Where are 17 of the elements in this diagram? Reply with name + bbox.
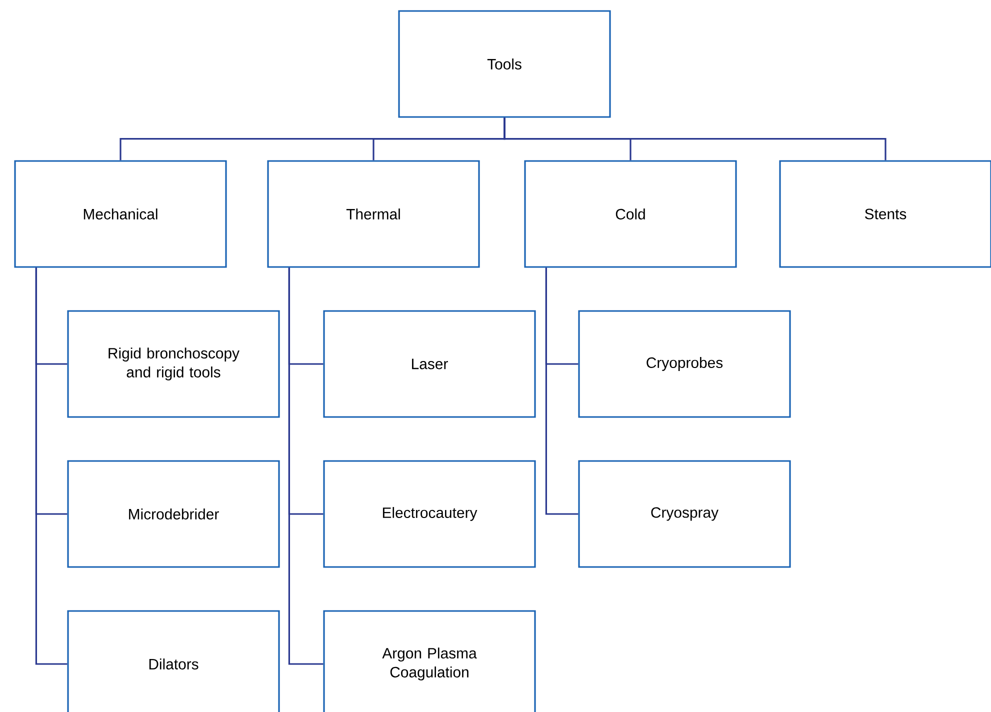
category-box: Electrocautery [323,460,536,568]
category-box: Microdebrider [67,460,280,568]
connector-line [545,268,578,515]
connector-line [35,268,68,665]
category-box: Stents [779,160,991,268]
category-box: Mechanical [14,160,227,268]
category-box: Argon Plasma Coagulation [323,610,536,712]
category-box: Cryoprobes [578,310,791,418]
category-box: Cryospray [578,460,791,568]
category-box: Cold [524,160,737,268]
connector-line [504,118,886,160]
category-box: Rigid bronchoscopy and rigid tools [67,310,280,418]
category-box: Tools [398,10,611,118]
category-box: Dilators [67,610,280,712]
connector-line [288,268,324,665]
category-box: Thermal [267,160,480,268]
category-box: Laser [323,310,536,418]
